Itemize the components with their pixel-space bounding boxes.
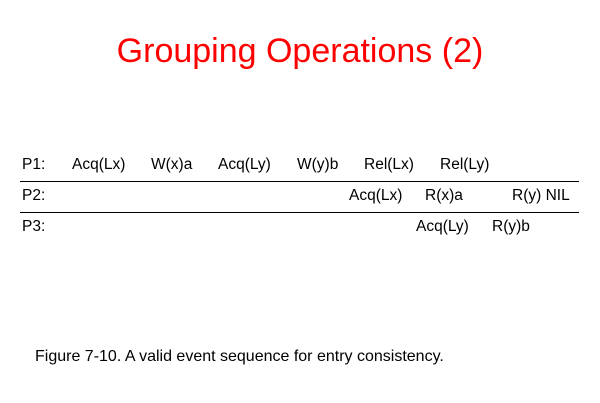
figure-caption: Figure 7-10. A valid event sequence for … xyxy=(35,348,444,365)
event-op: R(y)b xyxy=(492,218,530,235)
event-op: R(x)a xyxy=(425,187,463,204)
process-label-p1: P1: xyxy=(22,156,46,173)
event-sequence-table: P1: Acq(Lx) W(x)a Acq(Ly) W(y)b Rel(Lx) … xyxy=(20,152,579,252)
table-row: P1: Acq(Lx) W(x)a Acq(Ly) W(y)b Rel(Lx) … xyxy=(20,152,579,182)
event-op: W(y)b xyxy=(297,156,339,173)
table-divider xyxy=(20,181,579,182)
page-title: Grouping Operations (2) xyxy=(116,31,484,70)
process-label-p2: P2: xyxy=(22,187,46,204)
event-op: W(x)a xyxy=(151,156,193,173)
event-op: Acq(Ly) xyxy=(416,218,469,235)
event-op: Rel(Lx) xyxy=(364,156,414,173)
event-op: Acq(Lx) xyxy=(72,156,126,173)
table-divider xyxy=(20,212,579,213)
table-row: P3: Acq(Ly) R(y)b xyxy=(20,214,579,244)
event-op: Acq(Lx) xyxy=(349,187,403,204)
event-op: Acq(Ly) xyxy=(218,156,271,173)
process-label-p3: P3: xyxy=(22,218,46,235)
table-row: P2: Acq(Lx) R(x)a R(y) NIL xyxy=(20,183,579,213)
event-op: R(y) NIL xyxy=(512,187,570,204)
event-op: Rel(Ly) xyxy=(440,156,490,173)
